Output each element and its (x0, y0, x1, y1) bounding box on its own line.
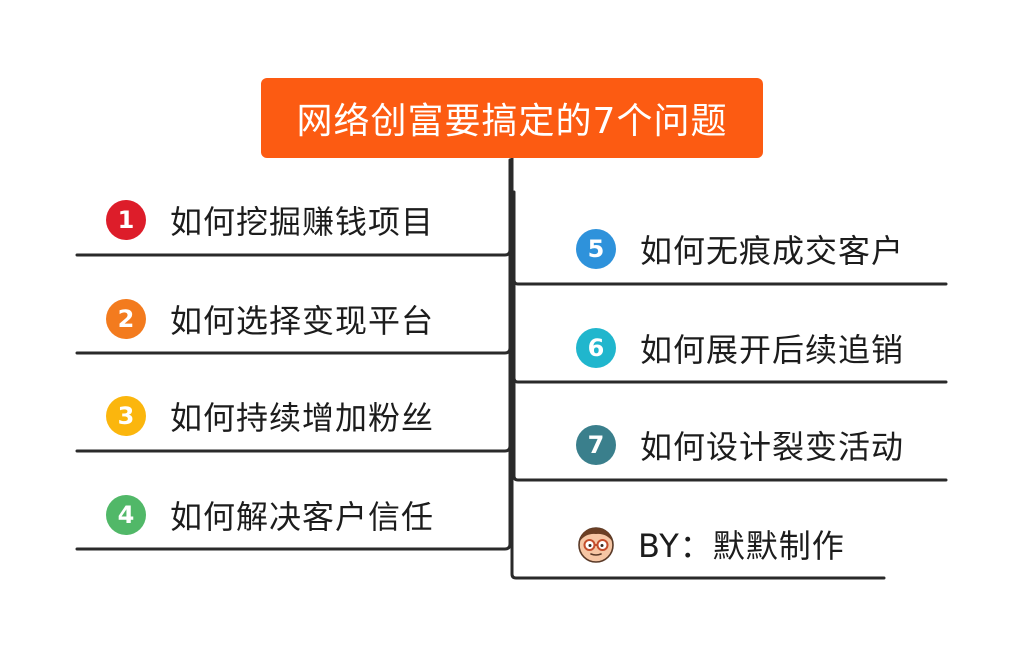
branch-line-4 (75, 449, 512, 551)
topic-item-3: 3 如何持续增加粉丝 (106, 394, 434, 438)
branch-line-2 (75, 253, 512, 355)
topic-label: 如何无痕成交客户 (640, 232, 905, 270)
number-badge: 4 (106, 495, 146, 535)
branch-line-1 (75, 158, 512, 257)
topic-label: 如何挖掘赚钱项目 (170, 203, 435, 241)
topic-item-5: 5 如何无痕成交客户 (576, 227, 904, 271)
byline-label: BY：默默制作 (638, 527, 845, 565)
topic-item-7: 7 如何设计裂变活动 (576, 423, 904, 467)
avatar-with-glasses-icon (576, 524, 616, 564)
topic-item-2: 2 如何选择变现平台 (106, 297, 434, 341)
trunk-line (510, 156, 886, 580)
number-badge: 6 (576, 328, 616, 368)
topic-item-4: 4 如何解决客户信任 (106, 493, 434, 537)
topic-label: 如何持续增加粉丝 (170, 399, 435, 437)
byline: BY：默默制作 (576, 522, 845, 566)
topic-item-6: 6 如何展开后续追销 (576, 326, 904, 370)
topic-label: 如何选择变现平台 (170, 302, 435, 340)
branch-line-3 (75, 351, 512, 453)
topic-item-1: 1 如何挖掘赚钱项目 (106, 198, 434, 242)
number-badge: 3 (106, 396, 146, 436)
number-badge: 1 (106, 200, 146, 240)
topic-label: 如何解决客户信任 (170, 498, 435, 536)
central-topic: 网络创富要搞定的7个问题 (261, 78, 763, 158)
topic-label: 如何设计裂变活动 (640, 428, 905, 466)
topic-label: 如何展开后续追销 (640, 331, 905, 369)
number-badge: 7 (576, 425, 616, 465)
number-badge: 5 (576, 229, 616, 269)
number-badge: 2 (106, 299, 146, 339)
branch-line-7 (512, 380, 948, 482)
diagram-title: 网络创富要搞定的7个问题 (296, 101, 728, 142)
